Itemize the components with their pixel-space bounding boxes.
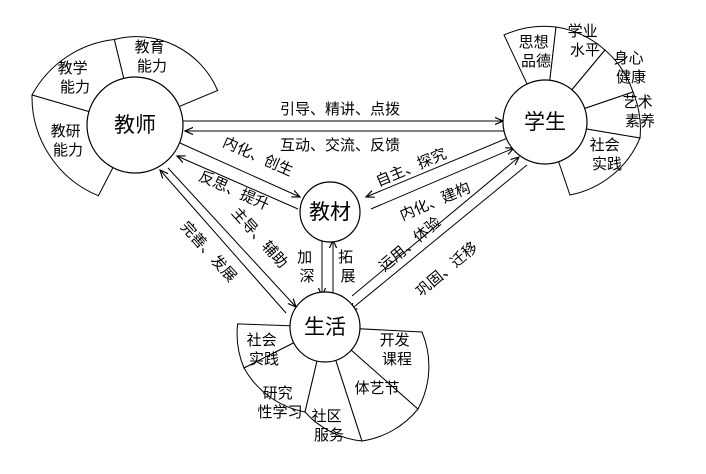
main-nodes — [86, 76, 588, 363]
arrow-student-to-life — [349, 164, 528, 311]
petal-line: 艺术 — [623, 93, 653, 111]
petal-line: 思想 — [519, 33, 549, 51]
arrow-material-to-teacher — [177, 156, 299, 210]
petal-line: 教研 — [51, 122, 81, 140]
life-petal-labels: 社会 实践 研究 性学习 社区 服务 体艺节 开发 课程 — [247, 331, 415, 444]
teacher-petal-labels: 教育 能力 教学 能力 教研 能力 — [51, 38, 170, 159]
petal-line: 开发 — [380, 331, 410, 349]
student-petal-label-5: 社会 实践 — [590, 136, 625, 173]
petal-line: 教育 — [135, 38, 165, 56]
teacher-node — [86, 76, 184, 174]
label-student-to-teacher: 互动、交流、反馈 — [280, 136, 400, 154]
student-petal-label-1: 思想 品德 — [519, 33, 554, 70]
petal-line: 能力 — [60, 78, 90, 96]
petal-line: 实践 — [592, 155, 622, 173]
teacher-label: 教师 — [114, 113, 156, 137]
petal-line: 能力 — [137, 57, 167, 75]
petal-line: 身心 — [614, 49, 644, 67]
life-petal-label-3: 社区 服务 — [312, 407, 347, 444]
material-node — [299, 181, 361, 243]
petal-line: 性学习 — [257, 403, 302, 421]
life-petal-label-5: 开发 课程 — [380, 331, 415, 368]
petal-line: 社会 — [247, 331, 277, 349]
teacher-petal-label-2: 教学 能力 — [58, 59, 93, 96]
petal-line: 体艺节 — [354, 379, 399, 397]
petal-line: 教学 — [58, 59, 88, 77]
petal-line: 服务 — [314, 426, 344, 444]
student-petal-labels: 思想 品德 学业 水平 身心 健康 艺术 素养 社会 实践 — [519, 22, 658, 173]
arrow-teacher-to-material — [179, 142, 300, 197]
vertical-char: 展 — [340, 267, 355, 285]
vertical-char: 加 — [297, 248, 312, 266]
petal-line: 研究 — [263, 384, 293, 402]
label-material-to-life: 加 深 — [297, 248, 317, 285]
petal-line: 实践 — [249, 350, 279, 368]
label-life-to-material: 拓 展 — [338, 248, 358, 285]
life-node — [289, 291, 361, 363]
arrows — [160, 121, 528, 314]
life-petal-label-2: 研究 性学习 — [257, 384, 302, 421]
vertical-char: 拓 — [338, 248, 353, 266]
petal-line: 水平 — [570, 41, 600, 59]
label-student-to-life: 巩固、迁移 — [412, 238, 481, 300]
student-petal-label-4: 艺术 素养 — [623, 93, 658, 130]
life-petal-label-1: 社会 实践 — [247, 331, 282, 368]
arrow-student-to-material — [366, 136, 511, 197]
student-petal-label-3: 身心 健康 — [614, 49, 649, 86]
petal-line: 社会 — [590, 136, 620, 154]
label-life-to-student: 运用、体验 — [375, 213, 444, 275]
student-petal-label-2: 学业 水平 — [568, 22, 603, 59]
life-label: 生活 — [304, 315, 346, 339]
teacher-petal-label-1: 教育 能力 — [135, 38, 170, 75]
life-petal-label-4: 体艺节 — [354, 379, 399, 397]
teacher-petal-label-3: 教研 能力 — [51, 122, 86, 159]
petal-line: 健康 — [616, 68, 646, 86]
petal-line: 品德 — [521, 52, 551, 70]
petal-line: 课程 — [382, 350, 412, 368]
arrow-teacher-to-life — [167, 167, 296, 307]
vertical-char: 深 — [299, 267, 314, 285]
petal-line: 素养 — [625, 112, 655, 130]
petal-line: 学业 — [568, 22, 598, 40]
life-petal-4 — [323, 325, 419, 442]
arrow-life-to-student — [351, 157, 519, 297]
label-material-to-teacher: 反思、提升 — [196, 167, 272, 214]
arrow-material-to-student — [370, 148, 514, 210]
label-teacher-to-life: 主导、辅助 — [228, 204, 292, 272]
material-label: 教材 — [309, 200, 351, 224]
student-node — [502, 79, 588, 165]
label-life-to-teacher: 完善、发展 — [177, 218, 241, 286]
label-teacher-to-student: 引导、精讲、点拨 — [280, 100, 400, 118]
petal-line: 能力 — [53, 141, 83, 159]
arrow-life-to-teacher — [160, 170, 287, 314]
petal-line: 社区 — [312, 407, 342, 425]
student-label: 学生 — [524, 110, 566, 134]
